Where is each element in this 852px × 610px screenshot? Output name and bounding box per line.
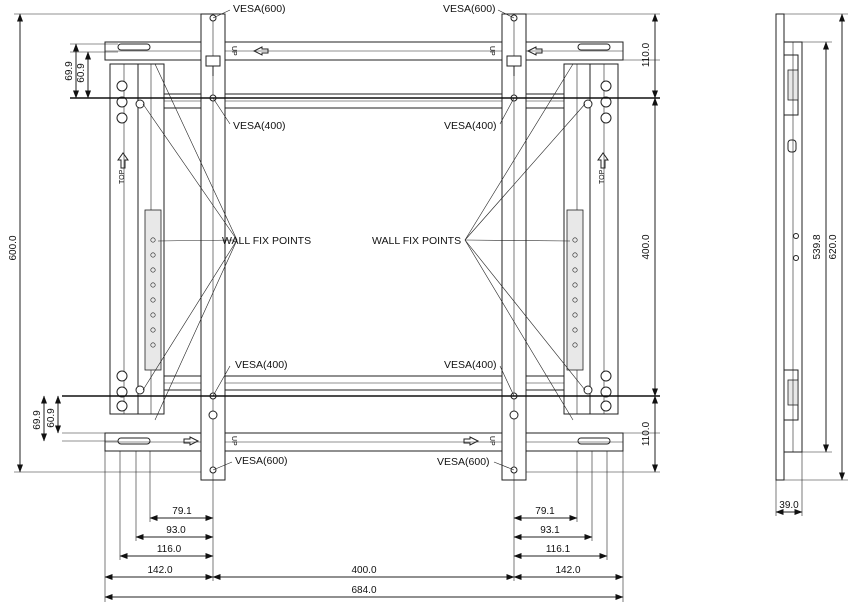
front-view: TOP TOP <box>62 3 660 481</box>
dim-left-93-0: 93.0 <box>166 525 186 536</box>
right-side-bracket: TOP <box>563 63 619 415</box>
vesa400-upper-left-label: VESA(400) <box>233 120 286 132</box>
wall-fix-leaders <box>142 63 586 421</box>
dim-400-vertical: 400.0 <box>641 234 652 259</box>
dim-539-8: 539.8 <box>812 234 823 259</box>
left-side-bracket: TOP <box>109 63 165 415</box>
vesa600-top-left-label: VESA(600) <box>233 3 286 15</box>
vesa400-upper-right-label: VESA(400) <box>444 120 497 132</box>
dim-left-116-0: 116.0 <box>157 544 182 555</box>
vesa400-lower-right-label: VESA(400) <box>444 359 497 371</box>
dim-684: 684.0 <box>351 585 376 596</box>
dim-39: 39.0 <box>779 500 799 511</box>
dim-lower-69-9: 69.9 <box>32 410 43 430</box>
wall-fix-points-left-label: WALL FIX POINTS <box>222 235 311 247</box>
right-top-label: TOP <box>599 169 606 184</box>
dim-lower-60-9: 60.9 <box>46 408 57 428</box>
dim-upper-60-9: 60.9 <box>76 63 87 83</box>
dim-620: 620.0 <box>828 234 839 259</box>
left-up-label: UP <box>230 46 237 56</box>
vesa600-top-right-label: VESA(600) <box>443 3 496 15</box>
vesa600-bottom-left-label: VESA(600) <box>235 455 288 467</box>
wall-fix-points-right-label: WALL FIX POINTS <box>372 235 461 247</box>
dim-left-142: 142.0 <box>147 565 172 576</box>
dim-top-110: 110.0 <box>641 42 652 67</box>
left-top-label: TOP <box>119 169 126 184</box>
dim-bottom-110: 110.0 <box>641 421 652 446</box>
right-up-label: UP <box>488 46 495 56</box>
dim-upper-69-9: 69.9 <box>64 61 75 81</box>
dim-right-116-1: 116.1 <box>546 544 571 555</box>
dim-400-horizontal: 400.0 <box>351 565 376 576</box>
dim-600-label: 600.0 <box>8 235 19 260</box>
vesa400-lower-left-label: VESA(400) <box>235 359 288 371</box>
right-bottom-up-label: UP <box>488 436 495 446</box>
side-view: 539.8 620.0 39.0 <box>775 13 848 516</box>
left-bottom-up-label: UP <box>230 436 237 446</box>
dim-left-79-1: 79.1 <box>172 506 192 517</box>
vesa600-bottom-right-label: VESA(600) <box>437 456 490 468</box>
dim-right-93-1: 93.1 <box>540 525 560 536</box>
dim-right-79-1: 79.1 <box>535 506 555 517</box>
dimension-lines: 600.0 69.9 60.9 69.9 60.9 110.0 400.0 11… <box>8 13 660 602</box>
dim-right-142: 142.0 <box>555 565 580 576</box>
